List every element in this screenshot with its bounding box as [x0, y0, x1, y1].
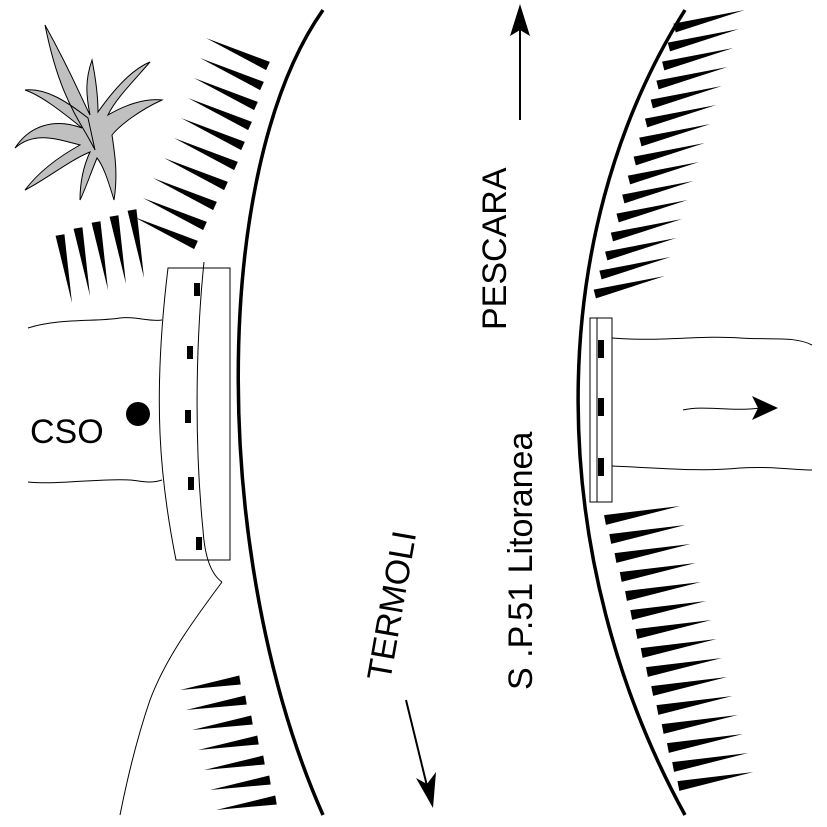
slope-wedge: [604, 506, 680, 525]
slope-wedge: [646, 658, 722, 677]
termoli-label: TERMOLI: [360, 528, 424, 683]
slope-wedge: [635, 620, 712, 639]
slope-wedge: [633, 143, 705, 166]
culvert-left: [119, 261, 231, 816]
slope-wedge: [661, 715, 738, 734]
slope-wedge: [188, 98, 252, 131]
slope-wedge: [216, 795, 277, 810]
slope-wedge: [143, 198, 207, 231]
slope-wedge: [181, 118, 245, 151]
slope-wedge: [619, 563, 696, 582]
slope-wedge: [667, 29, 739, 52]
slope-wedge: [627, 162, 699, 185]
slope-wedge: [622, 181, 694, 204]
culvert-left-inner-line: [196, 261, 223, 583]
slope-wedge: [650, 86, 722, 109]
culvert-dash: [598, 340, 604, 358]
slope-wedge: [127, 209, 144, 278]
slope-wedge: [210, 775, 271, 790]
stream-left: [27, 317, 163, 484]
slope-wedge: [73, 227, 90, 296]
cso-label: CSO: [30, 413, 104, 451]
stream-right: [611, 336, 813, 471]
slope-wedge: [109, 215, 126, 284]
culvert-left-outline: [158, 267, 231, 561]
slope-wedge: [666, 734, 743, 753]
culvert-dash: [194, 283, 200, 296]
slope-hatching: [55, 10, 754, 810]
flow-arrow-right-icon: [752, 396, 778, 420]
tree-foliage: [14, 24, 164, 201]
arrow-down-icon: [416, 772, 436, 808]
culvert-dash: [598, 398, 604, 416]
road-right-edge: [576, 9, 687, 816]
slope-wedge: [625, 582, 701, 601]
slope-wedge: [186, 695, 247, 710]
slope-wedge: [639, 124, 711, 147]
culvert-left-dashes: [185, 283, 202, 550]
slope-wedge: [610, 219, 682, 242]
stream-left-lower-bank: [27, 479, 163, 484]
downstream-bank-line: [119, 581, 223, 816]
termoli-arrow-shaft: [405, 699, 429, 791]
slope-wedge: [599, 257, 671, 280]
culvert-dash: [185, 410, 191, 423]
slope-wedge: [174, 138, 238, 171]
slope-wedge: [198, 735, 259, 750]
slope-wedge: [662, 48, 734, 71]
slope-wedge: [630, 601, 707, 620]
slope-wedge: [677, 772, 754, 791]
pescara-label: PESCARA: [476, 167, 514, 330]
slope-wedge: [91, 221, 108, 290]
slope-wedge: [640, 639, 717, 658]
slope-wedge: [200, 58, 264, 91]
slope-wedge: [180, 675, 241, 690]
road-name-label: S .P.51 Litoranea: [502, 432, 540, 690]
flow-arrow-shaft: [682, 407, 761, 411]
slope-wedge: [194, 78, 258, 111]
stream-right-upper-bank: [611, 336, 813, 346]
slope-wedge: [673, 10, 745, 33]
slope-wedge: [651, 677, 728, 696]
slope-wedge: [55, 234, 72, 303]
slope-wedge: [593, 276, 665, 299]
slope-wedge: [614, 544, 691, 563]
road-left-edge: [236, 8, 325, 816]
slope-wedge: [134, 217, 198, 250]
culvert-dash: [187, 346, 193, 359]
culvert-dash: [188, 477, 194, 490]
culvert-dash: [598, 458, 604, 476]
arrow-up-icon: [510, 4, 530, 36]
slope-wedge: [605, 238, 677, 261]
slope-wedge: [164, 158, 228, 191]
stream-right-lower-bank: [611, 465, 813, 471]
slope-wedge: [204, 755, 265, 770]
slope-wedge: [656, 67, 728, 90]
slope-wedge: [672, 753, 749, 772]
slope-wedge: [153, 178, 217, 211]
slope-wedge: [609, 525, 686, 544]
slope-wedge: [656, 696, 733, 715]
culvert-dash: [196, 537, 202, 550]
slope-wedge: [192, 715, 253, 730]
cso-dot-icon: [126, 402, 150, 426]
slope-wedge: [616, 200, 688, 223]
culvert-right: [589, 317, 613, 503]
slope-wedge: [206, 38, 270, 71]
slope-wedge: [644, 105, 717, 128]
tree-icon: [14, 24, 164, 201]
stream-left-upper-bank: [27, 317, 163, 329]
